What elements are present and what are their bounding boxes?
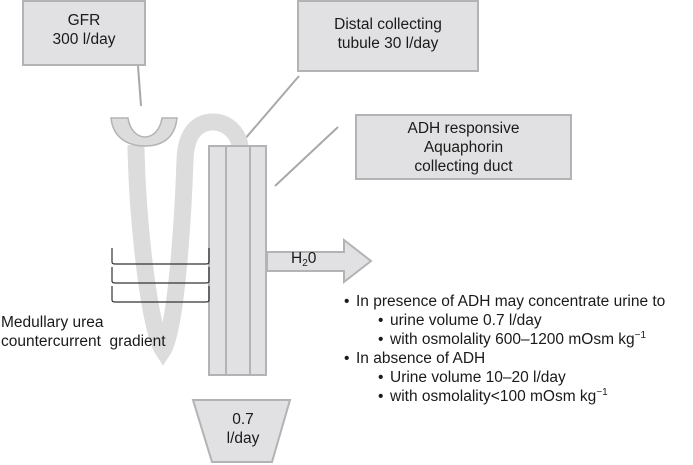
gfr-leader-line xyxy=(137,65,142,107)
water-arrow xyxy=(266,237,373,285)
distal-tubule-box: Distal collecting tubule 30 l/day xyxy=(297,0,479,72)
adh-line-1: ADH responsive xyxy=(407,119,520,137)
medullary-line-1: Medullary urea xyxy=(1,314,104,331)
note-subitem: • with osmolality 600–1200 mOsm kg−1 xyxy=(344,330,665,349)
note-text: Urine volume 10–20 l/day xyxy=(390,369,566,386)
bullet-icon: • xyxy=(378,331,384,348)
urine-output-vessel xyxy=(191,399,292,463)
gfr-title: GFR xyxy=(67,12,101,29)
note-superscript: −1 xyxy=(596,387,608,398)
adh-leader-line xyxy=(274,126,339,187)
distal-line-1: Distal collecting xyxy=(334,16,442,33)
water-label-o: 0 xyxy=(307,250,317,267)
adh-collecting-duct-box: ADH responsive Aquaphorin collecting duc… xyxy=(355,114,572,180)
gradient-brackets xyxy=(111,248,210,303)
medullary-line-2: countercurrent gradient xyxy=(1,333,166,350)
bullet-icon: • xyxy=(344,350,350,367)
loop-of-henle xyxy=(127,113,249,366)
distal-leader-line xyxy=(243,75,300,141)
note-text: with osmolality<100 mOsm kg xyxy=(390,388,597,405)
gfr-value: 300 l/day xyxy=(52,31,116,48)
note-subitem: • Urine volume 10–20 l/day xyxy=(344,368,665,387)
note-text: urine volume 0.7 l/day xyxy=(390,312,542,329)
urine-output-label: 0.7 l/day xyxy=(200,410,286,448)
note-subitem: • with osmolality<100 mOsm kg−1 xyxy=(344,387,665,406)
distal-line-2: tubule 30 l/day xyxy=(337,35,439,52)
bullet-icon: • xyxy=(378,369,384,386)
bullet-icon: • xyxy=(378,312,384,329)
water-label-subscript: 2 xyxy=(302,258,308,269)
note-superscript: −1 xyxy=(634,330,647,341)
adh-line-3: collecting duct xyxy=(414,157,513,175)
adh-line-2: Aquaphorin xyxy=(423,138,504,156)
medullary-gradient-label: Medullary urea countercurrent gradient xyxy=(1,313,166,351)
collecting-duct xyxy=(208,145,267,376)
note-subitem: • urine volume 0.7 l/day xyxy=(344,311,665,330)
note-text: In absence of ADH xyxy=(356,350,486,367)
note-text: In presence of ADH may concentrate urine… xyxy=(356,293,666,310)
urine-output-value: 0.7 xyxy=(232,411,254,428)
note-text: with osmolality 600–1200 mOsm kg xyxy=(390,331,635,348)
notes-bullet-list: • In presence of ADH may concentrate urin… xyxy=(344,292,665,406)
gfr-box: GFR 300 l/day xyxy=(22,0,146,66)
urine-output-unit: l/day xyxy=(226,430,260,447)
bullet-icon: • xyxy=(378,388,384,405)
water-label-h: H xyxy=(291,250,303,267)
note-item: • In presence of ADH may concentrate urin… xyxy=(344,292,665,311)
bullet-icon: • xyxy=(344,293,350,310)
bowmans-capsule xyxy=(110,117,178,147)
note-item: • In absence of ADH xyxy=(344,349,665,368)
water-label: H20 xyxy=(291,249,316,273)
